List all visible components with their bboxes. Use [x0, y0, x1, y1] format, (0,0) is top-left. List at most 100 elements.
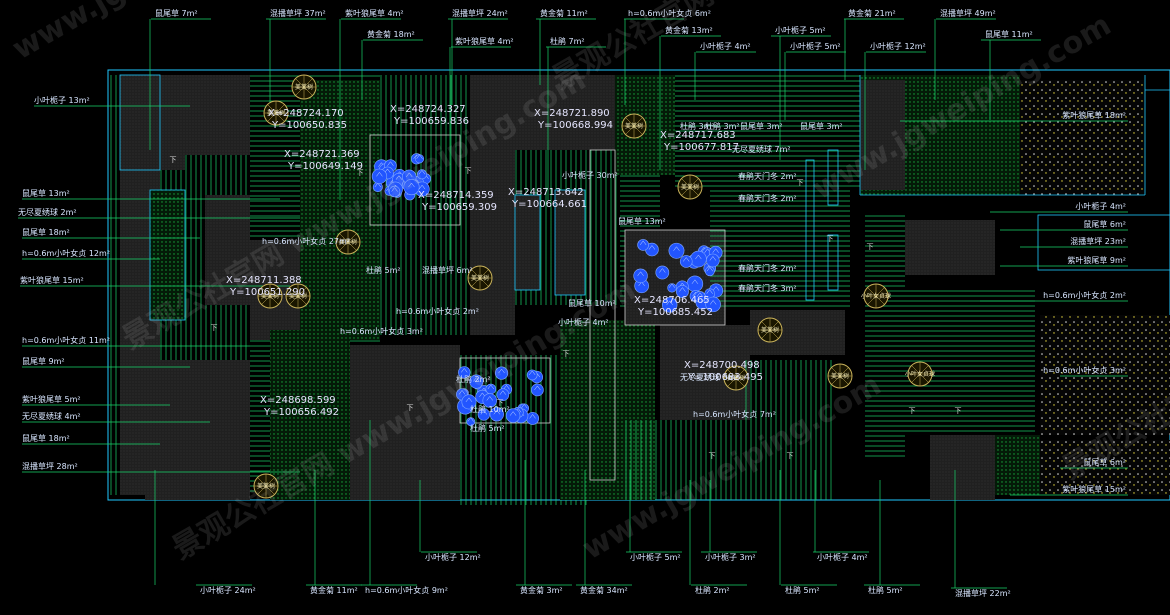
top-label: 小叶栀子 4m²: [700, 41, 751, 51]
coordinate-y: Y=100664.661: [511, 199, 587, 210]
plan-geometry: [107, 69, 1170, 505]
left-label: 无尽夏绣球 2m²: [18, 207, 77, 217]
inner-label: h=0.6m小叶女贞 27m²: [262, 236, 350, 246]
left-label: 鼠尾草 18m²: [22, 227, 70, 237]
top-label: 小叶栀子 12m²: [870, 41, 926, 51]
medallion-label: 美美树: [339, 238, 357, 246]
coordinate-x: X=248714.359: [418, 190, 494, 201]
inner-label: 春鹃天门冬 2m²: [738, 263, 797, 273]
coordinate-x: X=248698.599: [260, 395, 336, 406]
coordinate-y: Y=100659.836: [393, 116, 469, 127]
medallion-label: 美美树: [831, 372, 849, 380]
coordinate-x: X=248706.465: [634, 295, 710, 306]
leader-lines: [18, 18, 1128, 589]
right-label: 紫叶狼尾草 18m²: [1062, 110, 1126, 120]
medallion-tree-icon: 美美树: [827, 363, 853, 389]
coordinate-x: X=248724.327: [390, 104, 466, 115]
medallion-label: 美美树: [257, 482, 275, 490]
medallion-tree-icon: 美美树: [263, 100, 289, 126]
right-label: h=0.6m小叶女贞 2m²: [1043, 290, 1126, 300]
top-label: 混播草坪 49m²: [940, 8, 996, 18]
inner-label: 春鹃天门冬 3m²: [738, 283, 797, 293]
left-label: 鼠尾草 9m²: [22, 356, 65, 366]
medallion-tree-icon: 美美树: [467, 265, 493, 291]
bottom-label: 小叶栀子 3m²: [705, 552, 756, 562]
left-label: 小叶栀子 13m²: [34, 95, 90, 105]
left-label: 鼠尾草 13m²: [22, 188, 70, 198]
medallion-tree-icon: 美美树: [335, 229, 361, 255]
coordinate-y: Y=100650.835: [271, 120, 347, 131]
down-mark: 下: [909, 407, 916, 415]
medallion-label: 美美树: [295, 83, 313, 91]
down-mark: 下: [465, 167, 472, 175]
left-label: 鼠尾草 18m²: [22, 433, 70, 443]
bottom-label: 小叶栀子 24m²: [200, 585, 256, 595]
top-label: 紫叶狼尾草 4m²: [455, 36, 514, 46]
top-label: 鼠尾草 7m²: [155, 8, 198, 18]
medallion-tree-icon: 美美树: [285, 283, 311, 309]
top-label: 黄金菊 21m²: [848, 8, 896, 18]
down-mark: 下: [709, 452, 716, 460]
coordinate-y: Y=100668.994: [537, 120, 613, 131]
right-label: h=0.6m小叶女贞 3m²: [1043, 365, 1126, 375]
down-mark: 下: [955, 407, 962, 415]
right-label: 紫叶狼尾草 9m²: [1067, 255, 1126, 265]
bottom-label: 黄金菊 34m²: [580, 585, 628, 595]
right-label: 紫叶狼尾草 15m²: [1062, 484, 1126, 494]
down-mark: 下: [407, 404, 414, 412]
bottom-label: 黄金菊 3m²: [520, 585, 563, 595]
down-mark: 下: [170, 156, 177, 164]
inner-label: h=0.6m小叶女贞 7m²: [693, 409, 776, 419]
medallion-label: 美美树: [761, 326, 779, 334]
inner-label: 小叶栀子 4m²: [558, 317, 609, 327]
top-label: 混播草坪 24m²: [452, 8, 508, 18]
coordinate-y: Y=100649.149: [287, 161, 363, 172]
down-mark: 下: [357, 169, 364, 177]
top-label: 小叶栀子 5m²: [790, 41, 841, 51]
right-label: 鼠尾草 6m²: [1083, 457, 1126, 467]
coordinate-y: Y=100659.309: [421, 202, 497, 213]
coordinate-x: X=248721.890: [534, 108, 610, 119]
down-mark: 下: [827, 235, 834, 243]
left-label: 紫叶狼尾草 5m²: [22, 394, 81, 404]
inner-label: 小叶栀子 30m²: [562, 170, 618, 180]
coordinate-x: X=248724.170: [268, 108, 344, 119]
top-label: 鼠尾草 11m²: [985, 29, 1033, 39]
coordinate-x: X=248721.369: [284, 149, 360, 160]
left-label: h=0.6m小叶女贞 12m²: [22, 248, 110, 258]
medallion-tree-icon: 小叶女贞球: [905, 361, 935, 387]
medallion-label: 美美树: [471, 274, 489, 282]
inner-label: 杜鹃 10m²: [470, 404, 510, 414]
medallion-label: 小叶女贞球: [905, 370, 935, 378]
top-label: 紫叶狼尾草 4m²: [345, 8, 404, 18]
bottom-label: 小叶栀子 4m²: [817, 552, 868, 562]
coordinate-labels: X=248724.170Y=100650.835X=248724.327Y=10…: [226, 104, 763, 418]
coordinate-x: X=248700.498: [684, 360, 760, 371]
inner-label: 鼠尾草 3m²: [800, 121, 843, 131]
bottom-label: 小叶栀子 5m²: [630, 552, 681, 562]
medallion-tree-icon: 美美树: [253, 473, 279, 499]
top-label: 黄金菊 13m²: [665, 25, 713, 35]
tree-cluster-icon: [633, 239, 724, 313]
inner-label: 鼠尾草 10m²: [568, 298, 616, 308]
coordinate-y: Y=100651.290: [229, 287, 305, 298]
left-label: 无尽夏绣球 4m²: [22, 411, 81, 421]
medallion-label: 美美树: [681, 183, 699, 191]
down-mark: 下: [211, 324, 218, 332]
medallion-tree-icon: 美美树: [257, 283, 283, 309]
inner-label: 杜鹃 2m²: [456, 374, 491, 384]
inner-label: 杜鹃 5m²: [366, 265, 401, 275]
inner-label: 无尽夏绣球 3m²: [680, 372, 739, 382]
inner-label: 春鹃天门冬 2m²: [738, 193, 797, 203]
medallion-tree-icon: 美美树: [621, 113, 647, 139]
coordinate-y: Y=100683.495: [687, 372, 763, 383]
down-mark: 下: [563, 350, 570, 358]
medallion-label: 美美树: [267, 109, 285, 117]
medallion-symbols: 美美树美美树美美树美美树美美树美美树美美树美美树美美树美美树美美树小叶女贞球小叶…: [253, 74, 935, 499]
inner-label: h=0.6m小叶女贞 2m²: [396, 306, 479, 316]
coordinate-y: Y=100677.817: [663, 142, 739, 153]
down-mark: 下: [797, 179, 804, 187]
medallion-tree-icon: 美美树: [723, 365, 749, 391]
right-label: 混播草坪 23m²: [1070, 236, 1126, 246]
